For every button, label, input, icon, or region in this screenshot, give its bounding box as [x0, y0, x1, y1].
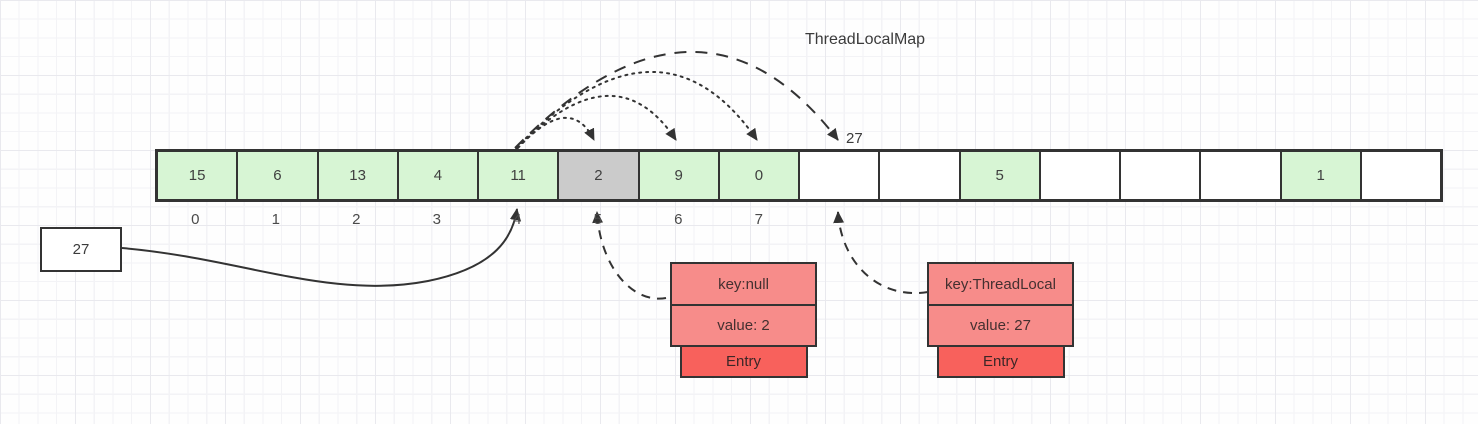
index-label-0: 0	[191, 211, 200, 228]
index-label-7: 7	[754, 211, 763, 228]
probe-arc-1	[517, 116, 595, 149]
value-source-label: 27	[72, 241, 90, 258]
array-cell-0: 15	[158, 152, 237, 199]
index-label-1: 1	[271, 211, 280, 228]
probe-arc-3	[515, 70, 758, 149]
array-cell-6: 9	[637, 152, 718, 199]
entry-key-cell: key:ThreadLocal	[927, 262, 1074, 306]
diagram-title: ThreadLocalMap	[805, 31, 926, 48]
index-label-3: 3	[432, 211, 441, 228]
entry-value-cell: value: 2	[670, 304, 817, 347]
array-cell-10: 5	[958, 152, 1039, 199]
array-cell-9	[878, 152, 959, 199]
array-index-labels: 0 1 2 3 4 5 6 7	[155, 211, 1443, 231]
array-cell-12	[1119, 152, 1200, 199]
index-label-2: 2	[352, 211, 361, 228]
array-cell-4: 11	[477, 152, 558, 199]
array-cell-3: 4	[396, 152, 477, 199]
array-cell-11	[1038, 152, 1119, 199]
entry-threadlocal-connector	[833, 211, 929, 295]
index-label-4: 4	[513, 211, 522, 228]
array-cell-1: 6	[236, 152, 317, 199]
probe-arc-4	[514, 51, 839, 149]
probe-arc-2	[516, 94, 677, 149]
entry-box-threadlocal: key:ThreadLocal value: 27 Entry	[927, 262, 1074, 378]
array-cell-5: 2	[557, 152, 638, 199]
entry-type-label: Entry	[679, 345, 808, 378]
array-cell-14: 1	[1279, 152, 1360, 199]
index-label-5: 5	[593, 211, 602, 228]
entry-value-cell: value: 27	[927, 304, 1074, 347]
source-pointer-curve	[121, 208, 521, 287]
array-cell-2: 13	[316, 152, 397, 199]
entry-type-label: Entry	[936, 345, 1065, 378]
array-cell-15	[1359, 152, 1440, 199]
entry-box-null: key:null value: 2 Entry	[670, 262, 817, 378]
value-source-box: 27	[40, 227, 122, 272]
entry-key-cell: key:null	[670, 262, 817, 306]
index-label-6: 6	[674, 211, 683, 228]
array-cell-8	[798, 152, 879, 199]
probe-value-label: 27	[846, 130, 863, 147]
array-cell-7: 0	[717, 152, 798, 199]
entry-null-connector	[592, 211, 667, 300]
array-cell-13	[1199, 152, 1280, 199]
